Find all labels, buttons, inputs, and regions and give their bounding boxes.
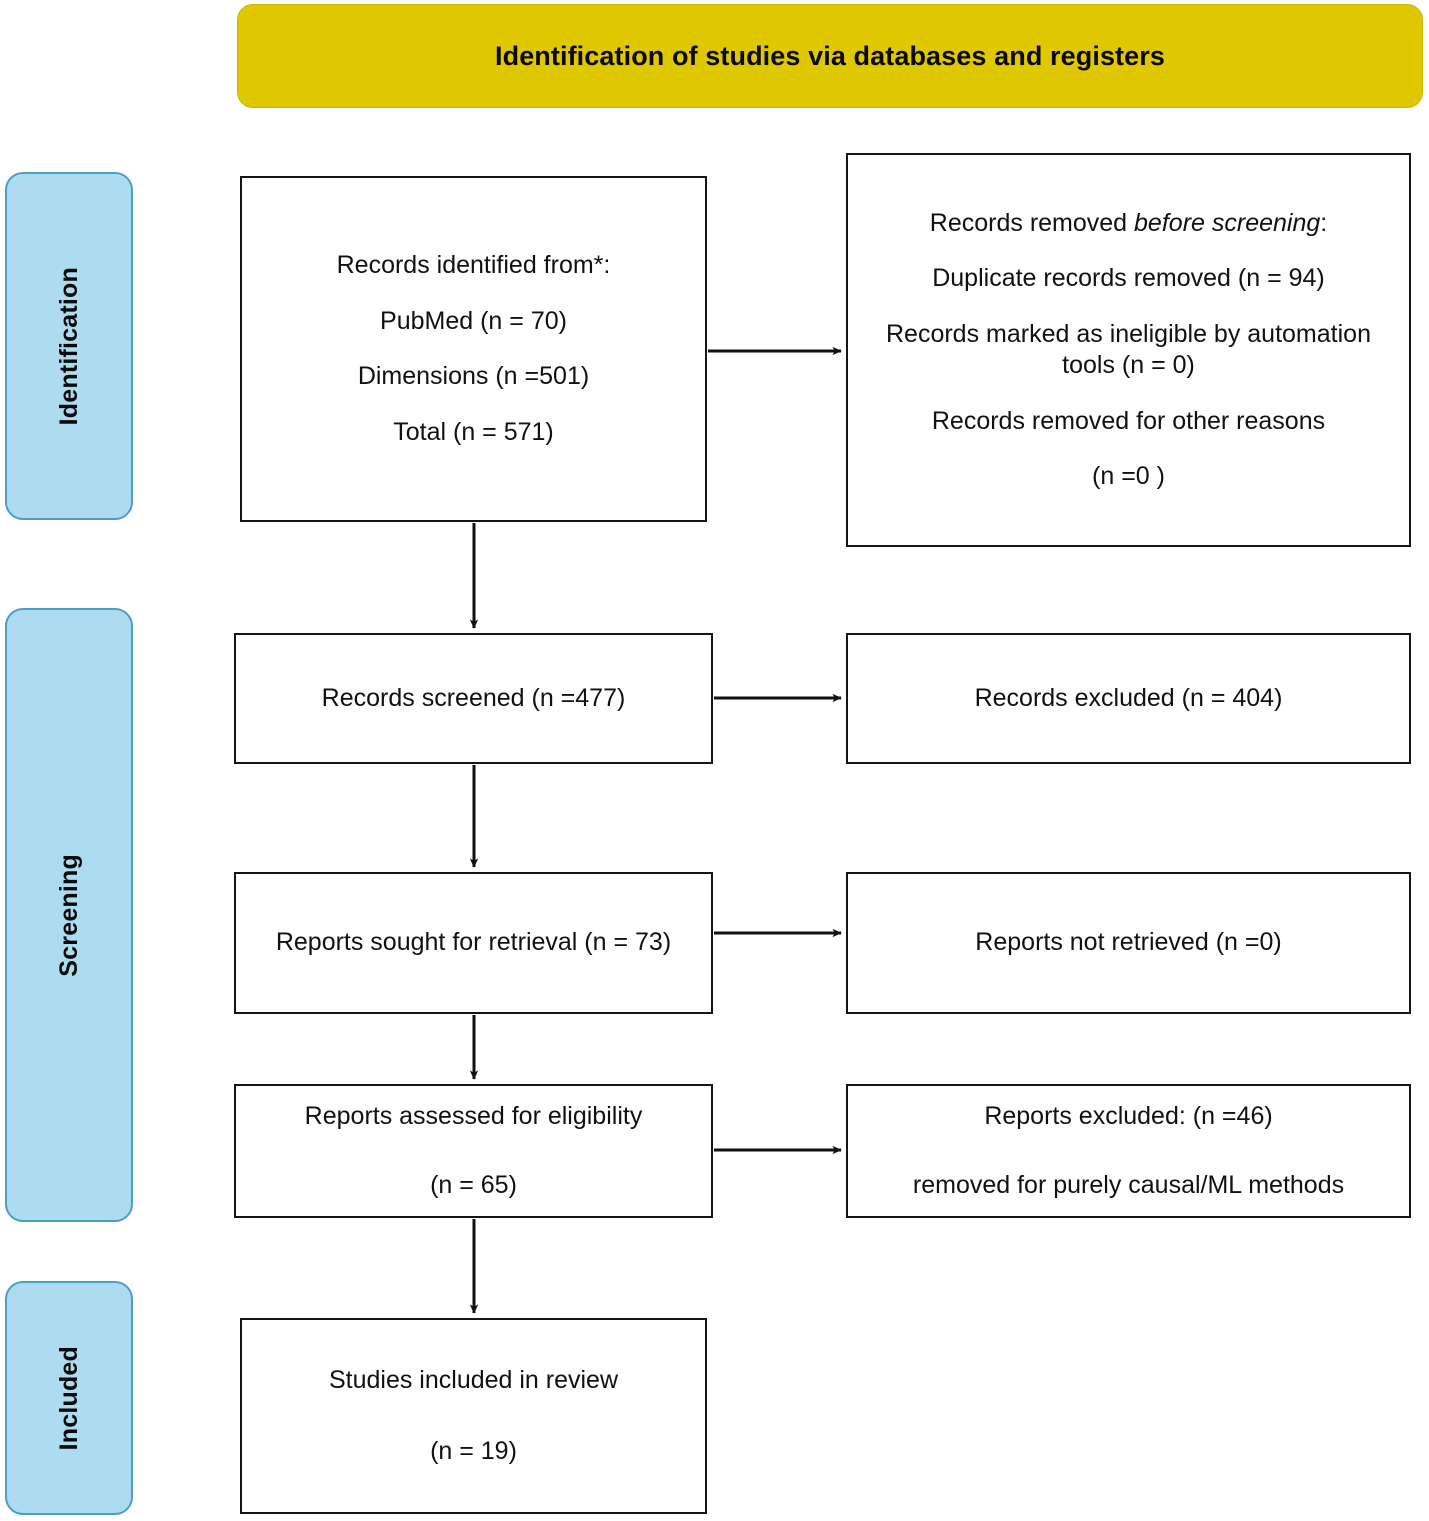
diagram-title: Identification of studies via databases … xyxy=(495,40,1165,71)
reports-sought-text: Reports sought for retrieval (n = 73) xyxy=(275,928,672,957)
records-removed-title-italic: before screening xyxy=(1134,208,1321,237)
records-identified-pubmed: PubMed (n = 70) xyxy=(380,306,567,335)
stage-label-identification-text: Identification xyxy=(54,266,83,426)
reports-assessed-text: Reports assessed for eligibility xyxy=(304,1101,643,1130)
box-reports-not-retrieved: Reports not retrieved (n =0) xyxy=(846,872,1411,1014)
stage-label-identification: Identification xyxy=(5,172,133,520)
records-removed-other-count: (n =0 ) xyxy=(1092,462,1165,490)
records-removed-title: Records removed before screening: xyxy=(862,208,1395,240)
box-records-excluded: Records excluded (n = 404) xyxy=(846,633,1411,764)
records-removed-title-prefix: Records removed xyxy=(929,208,1135,237)
records-removed-title-suffix: : xyxy=(1320,208,1328,237)
box-reports-sought-for-retrieval: Reports sought for retrieval (n = 73) xyxy=(234,872,713,1014)
reports-not-retrieved-text: Reports not retrieved (n =0) xyxy=(975,928,1282,957)
diagram-header-banner: Identification of studies via databases … xyxy=(237,4,1423,108)
box-records-removed-before-screening: Records removed before screening: Duplic… xyxy=(846,153,1411,547)
reports-excluded-count: Reports excluded: (n =46) xyxy=(984,1101,1273,1130)
stage-label-included-text: Included xyxy=(54,1345,83,1451)
reports-excluded-reason: removed for purely causal/ML methods xyxy=(912,1171,1345,1199)
records-removed-automation: Records marked as ineligible by automati… xyxy=(886,319,1371,380)
box-reports-excluded: Reports excluded: (n =46) removed for pu… xyxy=(846,1084,1411,1218)
stage-label-included: Included xyxy=(5,1281,133,1515)
stage-label-screening: Screening xyxy=(5,608,133,1222)
stage-label-screening-text: Screening xyxy=(54,853,83,977)
box-reports-assessed-for-eligibility: Reports assessed for eligibility (n = 65… xyxy=(234,1084,713,1218)
studies-included-count: (n = 19) xyxy=(430,1437,517,1465)
box-studies-included-in-review: Studies included in review (n = 19) xyxy=(240,1318,707,1514)
records-excluded-text: Records excluded (n = 404) xyxy=(974,683,1283,712)
records-removed-duplicates: Duplicate records removed (n = 94) xyxy=(932,264,1325,292)
box-records-identified: Records identified from*: PubMed (n = 70… xyxy=(240,176,707,522)
studies-included-text: Studies included in review xyxy=(328,1365,619,1394)
records-identified-dimensions: Dimensions (n =501) xyxy=(357,362,590,390)
records-removed-other-reasons: Records removed for other reasons xyxy=(931,406,1326,435)
box-records-screened: Records screened (n =477) xyxy=(234,633,713,764)
records-identified-title: Records identified from*: xyxy=(336,251,611,279)
reports-assessed-count: (n = 65) xyxy=(430,1171,517,1199)
records-screened-text: Records screened (n =477) xyxy=(321,683,626,712)
records-identified-total: Total (n = 571) xyxy=(393,417,554,446)
